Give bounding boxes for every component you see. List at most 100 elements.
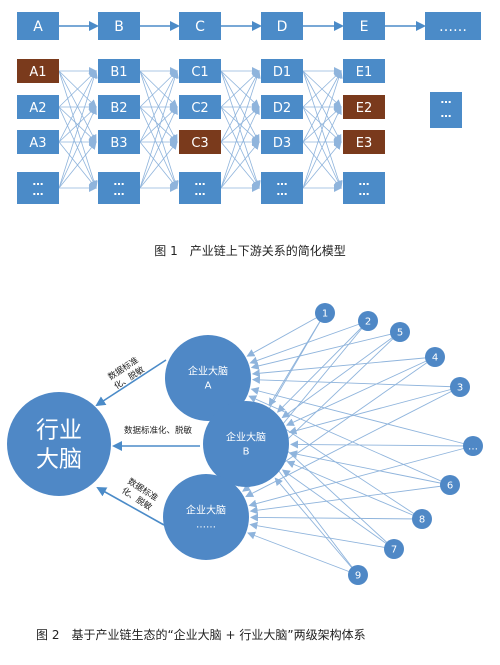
- link-line: [302, 70, 343, 189]
- top-box-3: D: [261, 12, 303, 40]
- node-box-label: ……: [114, 175, 125, 198]
- source-node-5: …: [463, 436, 483, 456]
- source-node-1: 2: [358, 311, 378, 331]
- link-line: [247, 531, 359, 576]
- link-line: [249, 521, 395, 550]
- node-box-2-1: C2: [179, 95, 221, 119]
- source-node-2: 5: [390, 322, 410, 342]
- node-box-label: C2: [191, 101, 208, 116]
- source-node-label: 4: [432, 353, 438, 364]
- industry-brain: 行业大脑: [7, 392, 111, 496]
- source-node-0: 1: [315, 303, 335, 323]
- arrow-label-c: 数据标准化、脱敏: [119, 476, 160, 513]
- node-box-4-3: ……: [343, 172, 385, 204]
- upload-arrow: [96, 487, 165, 526]
- link-line: [276, 320, 369, 413]
- node-box-3-2: D3: [261, 130, 303, 154]
- link-line: [250, 387, 474, 447]
- node-box-label: D3: [273, 136, 291, 151]
- node-box-1-0: B1: [98, 59, 140, 83]
- link-line: [251, 375, 461, 388]
- source-node-3: 4: [425, 347, 445, 367]
- node-box-label: E3: [356, 136, 373, 151]
- node-box-2-3: ……: [179, 172, 221, 204]
- top-box-label: B: [114, 19, 124, 35]
- top-box-label: D: [277, 19, 288, 35]
- source-node-label: 7: [391, 545, 397, 556]
- link-line: [302, 141, 342, 189]
- link-line: [58, 141, 97, 189]
- link-line: [281, 331, 401, 419]
- link-line: [285, 356, 436, 426]
- source-node-9: 9: [348, 565, 368, 585]
- node-box-label: A1: [29, 65, 46, 80]
- industry-brain-label: 行业大脑: [36, 418, 82, 473]
- extra-box: ……: [430, 92, 462, 128]
- source-node-label: …: [468, 442, 478, 453]
- node-box-3-3: ……: [261, 172, 303, 204]
- node-box-label: C1: [191, 65, 208, 80]
- link-line: [249, 320, 369, 365]
- link-line: [249, 513, 423, 522]
- source-node-6: 6: [440, 475, 460, 495]
- link-line: [250, 331, 401, 370]
- figure1-caption: 图 1 产业链上下游关系的简化模型: [154, 244, 346, 258]
- top-box-label: E: [360, 19, 369, 35]
- upload-arrow: [95, 359, 167, 407]
- node-box-label: ……: [33, 175, 44, 198]
- top-box-label: A: [33, 19, 43, 35]
- node-box-label: B2: [110, 101, 127, 116]
- enterprise-brain-label: 企业大脑……: [186, 504, 226, 531]
- node-box-1-1: B2: [98, 95, 140, 119]
- link-line: [139, 70, 179, 189]
- source-node-label: 2: [365, 317, 371, 328]
- link-line: [139, 106, 178, 189]
- source-node-label: 5: [397, 328, 403, 339]
- node-box-label: D1: [273, 65, 291, 80]
- source-node-8: 7: [384, 539, 404, 559]
- link-line: [281, 469, 395, 550]
- top-box-label: C: [195, 19, 205, 35]
- node-box-label: A2: [29, 101, 46, 116]
- top-box-2: C: [179, 12, 221, 40]
- node-box-0-0: A1: [17, 59, 59, 83]
- node-box-label: B3: [110, 136, 127, 151]
- node-box-label: ……: [359, 175, 370, 198]
- link-line: [288, 386, 461, 435]
- link-line: [220, 106, 260, 189]
- enterprise-brain-c: 企业大脑……: [163, 474, 249, 560]
- top-box-label: ……: [439, 19, 467, 35]
- arrow-label-b: 数据标准化、脱敏: [124, 425, 193, 436]
- node-box-1-2: B3: [98, 130, 140, 154]
- link-line: [220, 70, 260, 143]
- link-line: [302, 106, 342, 189]
- top-box-4: E: [343, 12, 385, 40]
- figure2-caption: 图 2 基于产业链生态的“企业大脑 + 行业大脑”两级架构体系: [36, 628, 366, 642]
- node-box-label: ……: [277, 175, 288, 198]
- link-line: [251, 356, 436, 378]
- link-line: [289, 450, 451, 486]
- node-box-1-3: ……: [98, 172, 140, 204]
- node-box-label: D2: [273, 101, 291, 116]
- node-box-4-2: E3: [343, 130, 385, 154]
- node-box-4-0: E1: [343, 59, 385, 83]
- node-box-2-2: C3: [179, 130, 221, 154]
- node-box-label: C3: [191, 136, 208, 151]
- link-line: [246, 312, 326, 357]
- link-line: [58, 106, 97, 189]
- source-node-label: 1: [322, 309, 328, 320]
- node-box-label: E1: [356, 65, 373, 80]
- extra-box-label: ……: [441, 93, 452, 120]
- node-box-3-1: D2: [261, 95, 303, 119]
- link-line: [58, 70, 97, 143]
- node-box-label: B1: [110, 65, 127, 80]
- arrow-label-a: 数据标准化、脱敏: [106, 355, 147, 392]
- source-node-label: 3: [457, 383, 463, 394]
- source-node-label: 9: [355, 571, 361, 582]
